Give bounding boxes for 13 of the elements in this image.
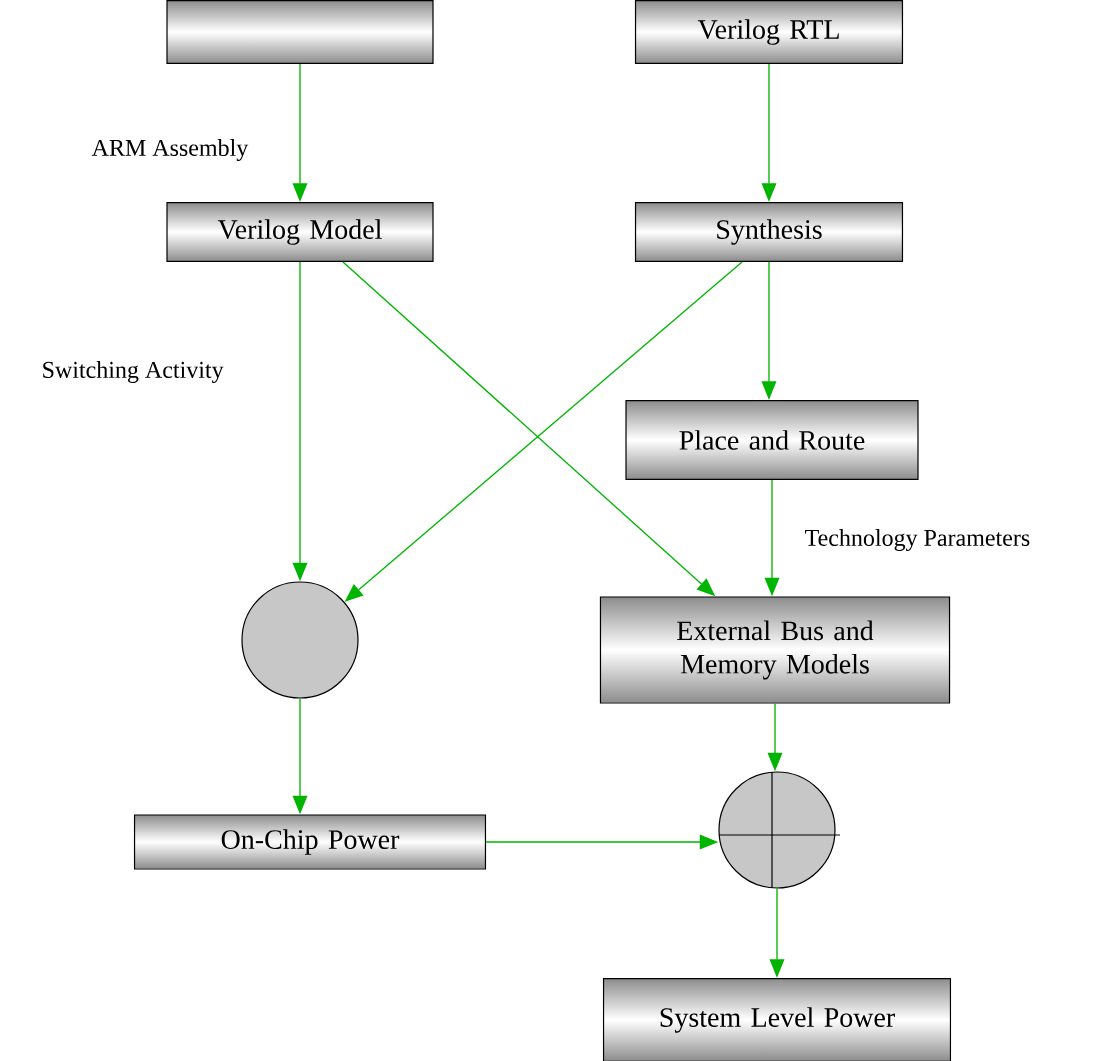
process-box: [166, 0, 434, 65]
process-box: Verilog Model: [166, 201, 434, 263]
process-box: Place and Route: [625, 399, 919, 481]
process-box: External Bus and Memory Models: [599, 596, 951, 704]
summing-junction: [718, 771, 841, 889]
edge-label: Switching Activity: [43, 361, 224, 383]
edge-label: Technology Parameters: [805, 529, 1030, 551]
edge-label: ARM Assembly: [91, 139, 249, 161]
process-box: On-Chip Power: [133, 814, 487, 870]
circle: [241, 581, 359, 699]
process-box: System Level Power: [602, 977, 952, 1061]
process-box: Synthesis: [634, 201, 904, 263]
process-box: Verilog RTL: [634, 0, 904, 65]
